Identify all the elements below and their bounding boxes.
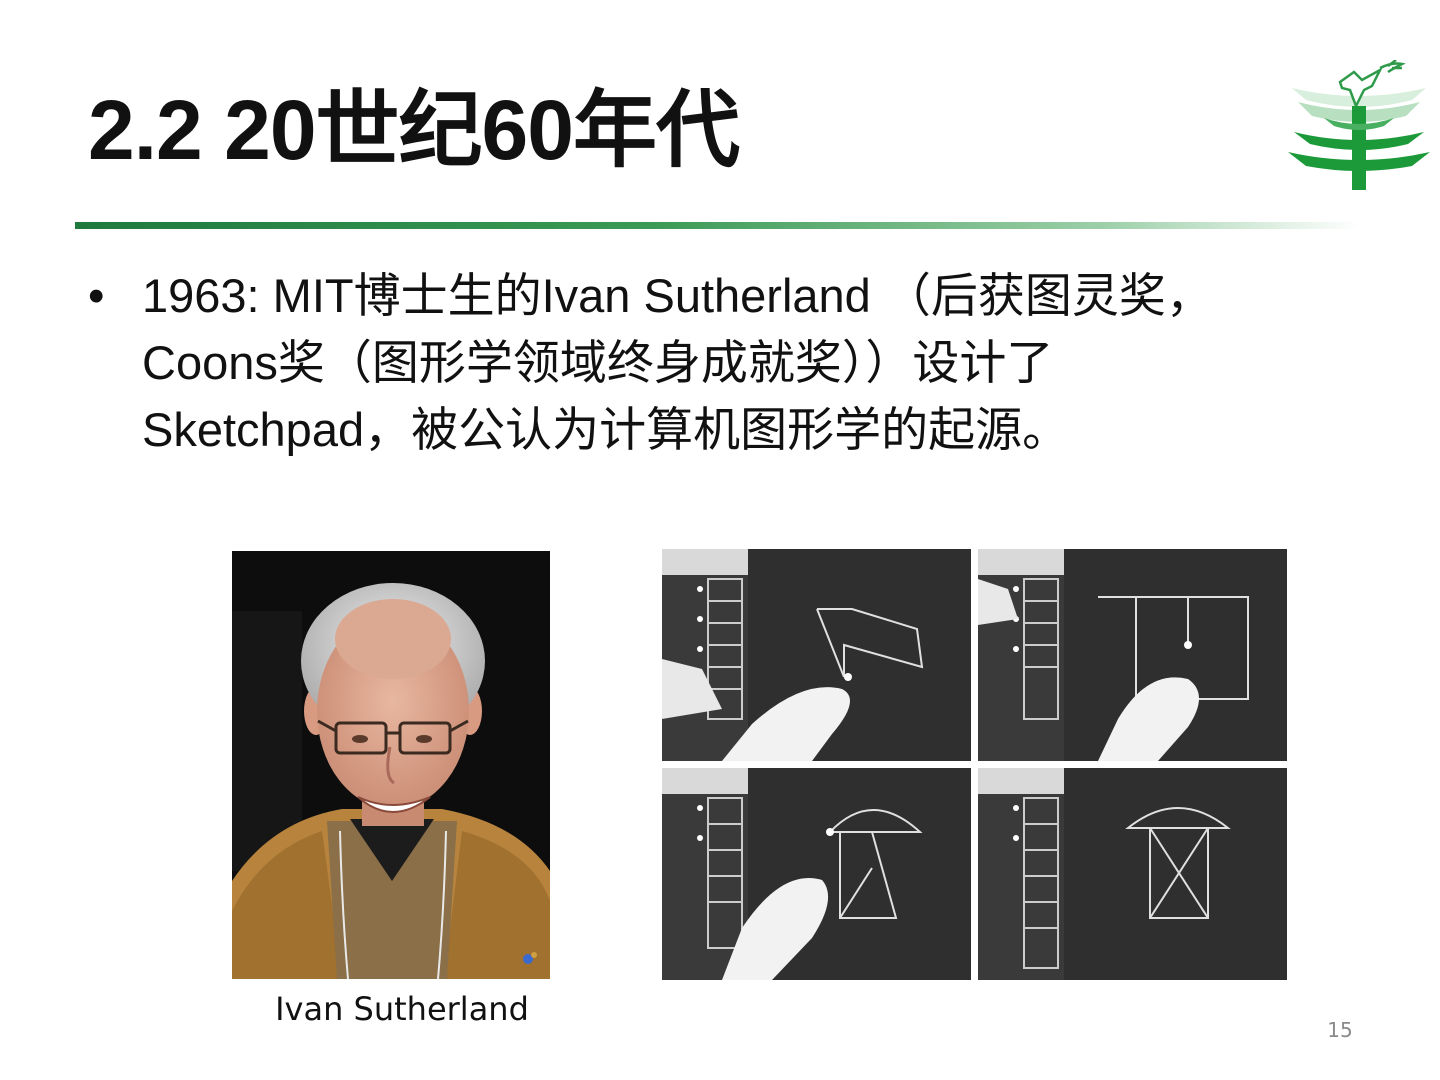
page-number: 15 bbox=[1327, 1018, 1353, 1042]
title-underline bbox=[75, 222, 1360, 229]
bullet-line-3: Sketchpad，被公认为计算机图形学的起源。 bbox=[142, 403, 1070, 456]
sketchpad-frame-1 bbox=[662, 549, 971, 761]
slide-title: 2.2 20世纪60年代 bbox=[88, 83, 740, 177]
dove-tree-logo-icon bbox=[1288, 60, 1430, 190]
sketchpad-box-x-icon bbox=[978, 768, 1287, 980]
sketchpad-polygon-icon bbox=[662, 549, 971, 761]
photo-caption: Ivan Sutherland bbox=[275, 990, 529, 1028]
bullet-line-2: Coons奖（图形学领域终身成就奖））设计了 bbox=[142, 336, 1054, 389]
sketchpad-frames-grid bbox=[662, 549, 1287, 980]
sketchpad-frame-4 bbox=[978, 768, 1287, 980]
sketchpad-rectangle-icon bbox=[978, 549, 1287, 761]
sketchpad-frame-3 bbox=[662, 768, 971, 980]
bullet-line-1: 1963: MIT博士生的Ivan Sutherland （后获图灵奖， bbox=[142, 269, 1213, 322]
sketchpad-arch-icon bbox=[662, 768, 971, 980]
bullet-marker: • bbox=[88, 269, 105, 322]
bullet-item: • 1963: MIT博士生的Ivan Sutherland （后获图灵奖， C… bbox=[88, 262, 1418, 463]
sketchpad-frame-2 bbox=[978, 549, 1287, 761]
bullet-list: • 1963: MIT博士生的Ivan Sutherland （后获图灵奖， C… bbox=[88, 262, 1418, 463]
portrait-photo bbox=[232, 551, 550, 979]
portrait-image-icon bbox=[232, 551, 550, 979]
